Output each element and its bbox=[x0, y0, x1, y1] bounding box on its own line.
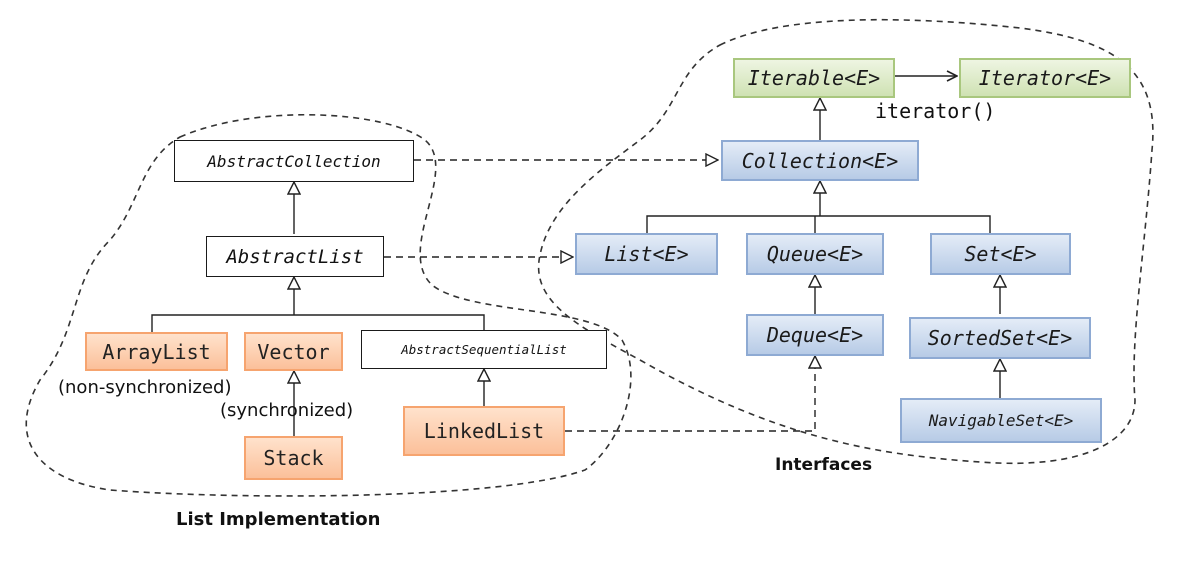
linkedlist-implements-deque bbox=[565, 356, 815, 432]
iterator-node: Iterator<E> bbox=[959, 58, 1131, 98]
non-synchronized-label: (non-synchronized) bbox=[58, 377, 232, 398]
abstractcollection-node: AbstractCollection bbox=[174, 140, 414, 182]
iterator-method-label: iterator() bbox=[875, 99, 996, 123]
queue-node: Queue<E> bbox=[746, 233, 884, 275]
list-implementation-group-label: List Implementation bbox=[176, 509, 381, 530]
deque-node: Deque<E> bbox=[746, 314, 884, 356]
iterable-node: Iterable<E> bbox=[733, 58, 895, 98]
subinterfaces-extend-collection bbox=[646, 181, 991, 233]
interfaces-group-label: Interfaces bbox=[775, 455, 873, 475]
sortedset-node: SortedSet<E> bbox=[909, 317, 1091, 359]
navigableset-node: NavigableSet<E> bbox=[900, 398, 1102, 443]
stack-node: Stack bbox=[244, 436, 343, 480]
collection-node: Collection<E> bbox=[721, 140, 919, 181]
synchronized-label: (synchronized) bbox=[220, 400, 354, 421]
set-node: Set<E> bbox=[930, 233, 1071, 275]
abstractsequentiallist-node: AbstractSequentialList bbox=[361, 330, 607, 369]
interfaces-boundary bbox=[537, 18, 1154, 465]
list-impls-extend-abstractlist bbox=[151, 277, 485, 332]
linkedlist-node: LinkedList bbox=[403, 406, 565, 456]
vector-node: Vector bbox=[244, 332, 343, 371]
list-node: List<E> bbox=[575, 233, 718, 275]
abstractlist-node: AbstractList bbox=[206, 236, 384, 277]
list-implementation-boundary bbox=[25, 113, 632, 497]
arraylist-node: ArrayList bbox=[85, 332, 228, 371]
